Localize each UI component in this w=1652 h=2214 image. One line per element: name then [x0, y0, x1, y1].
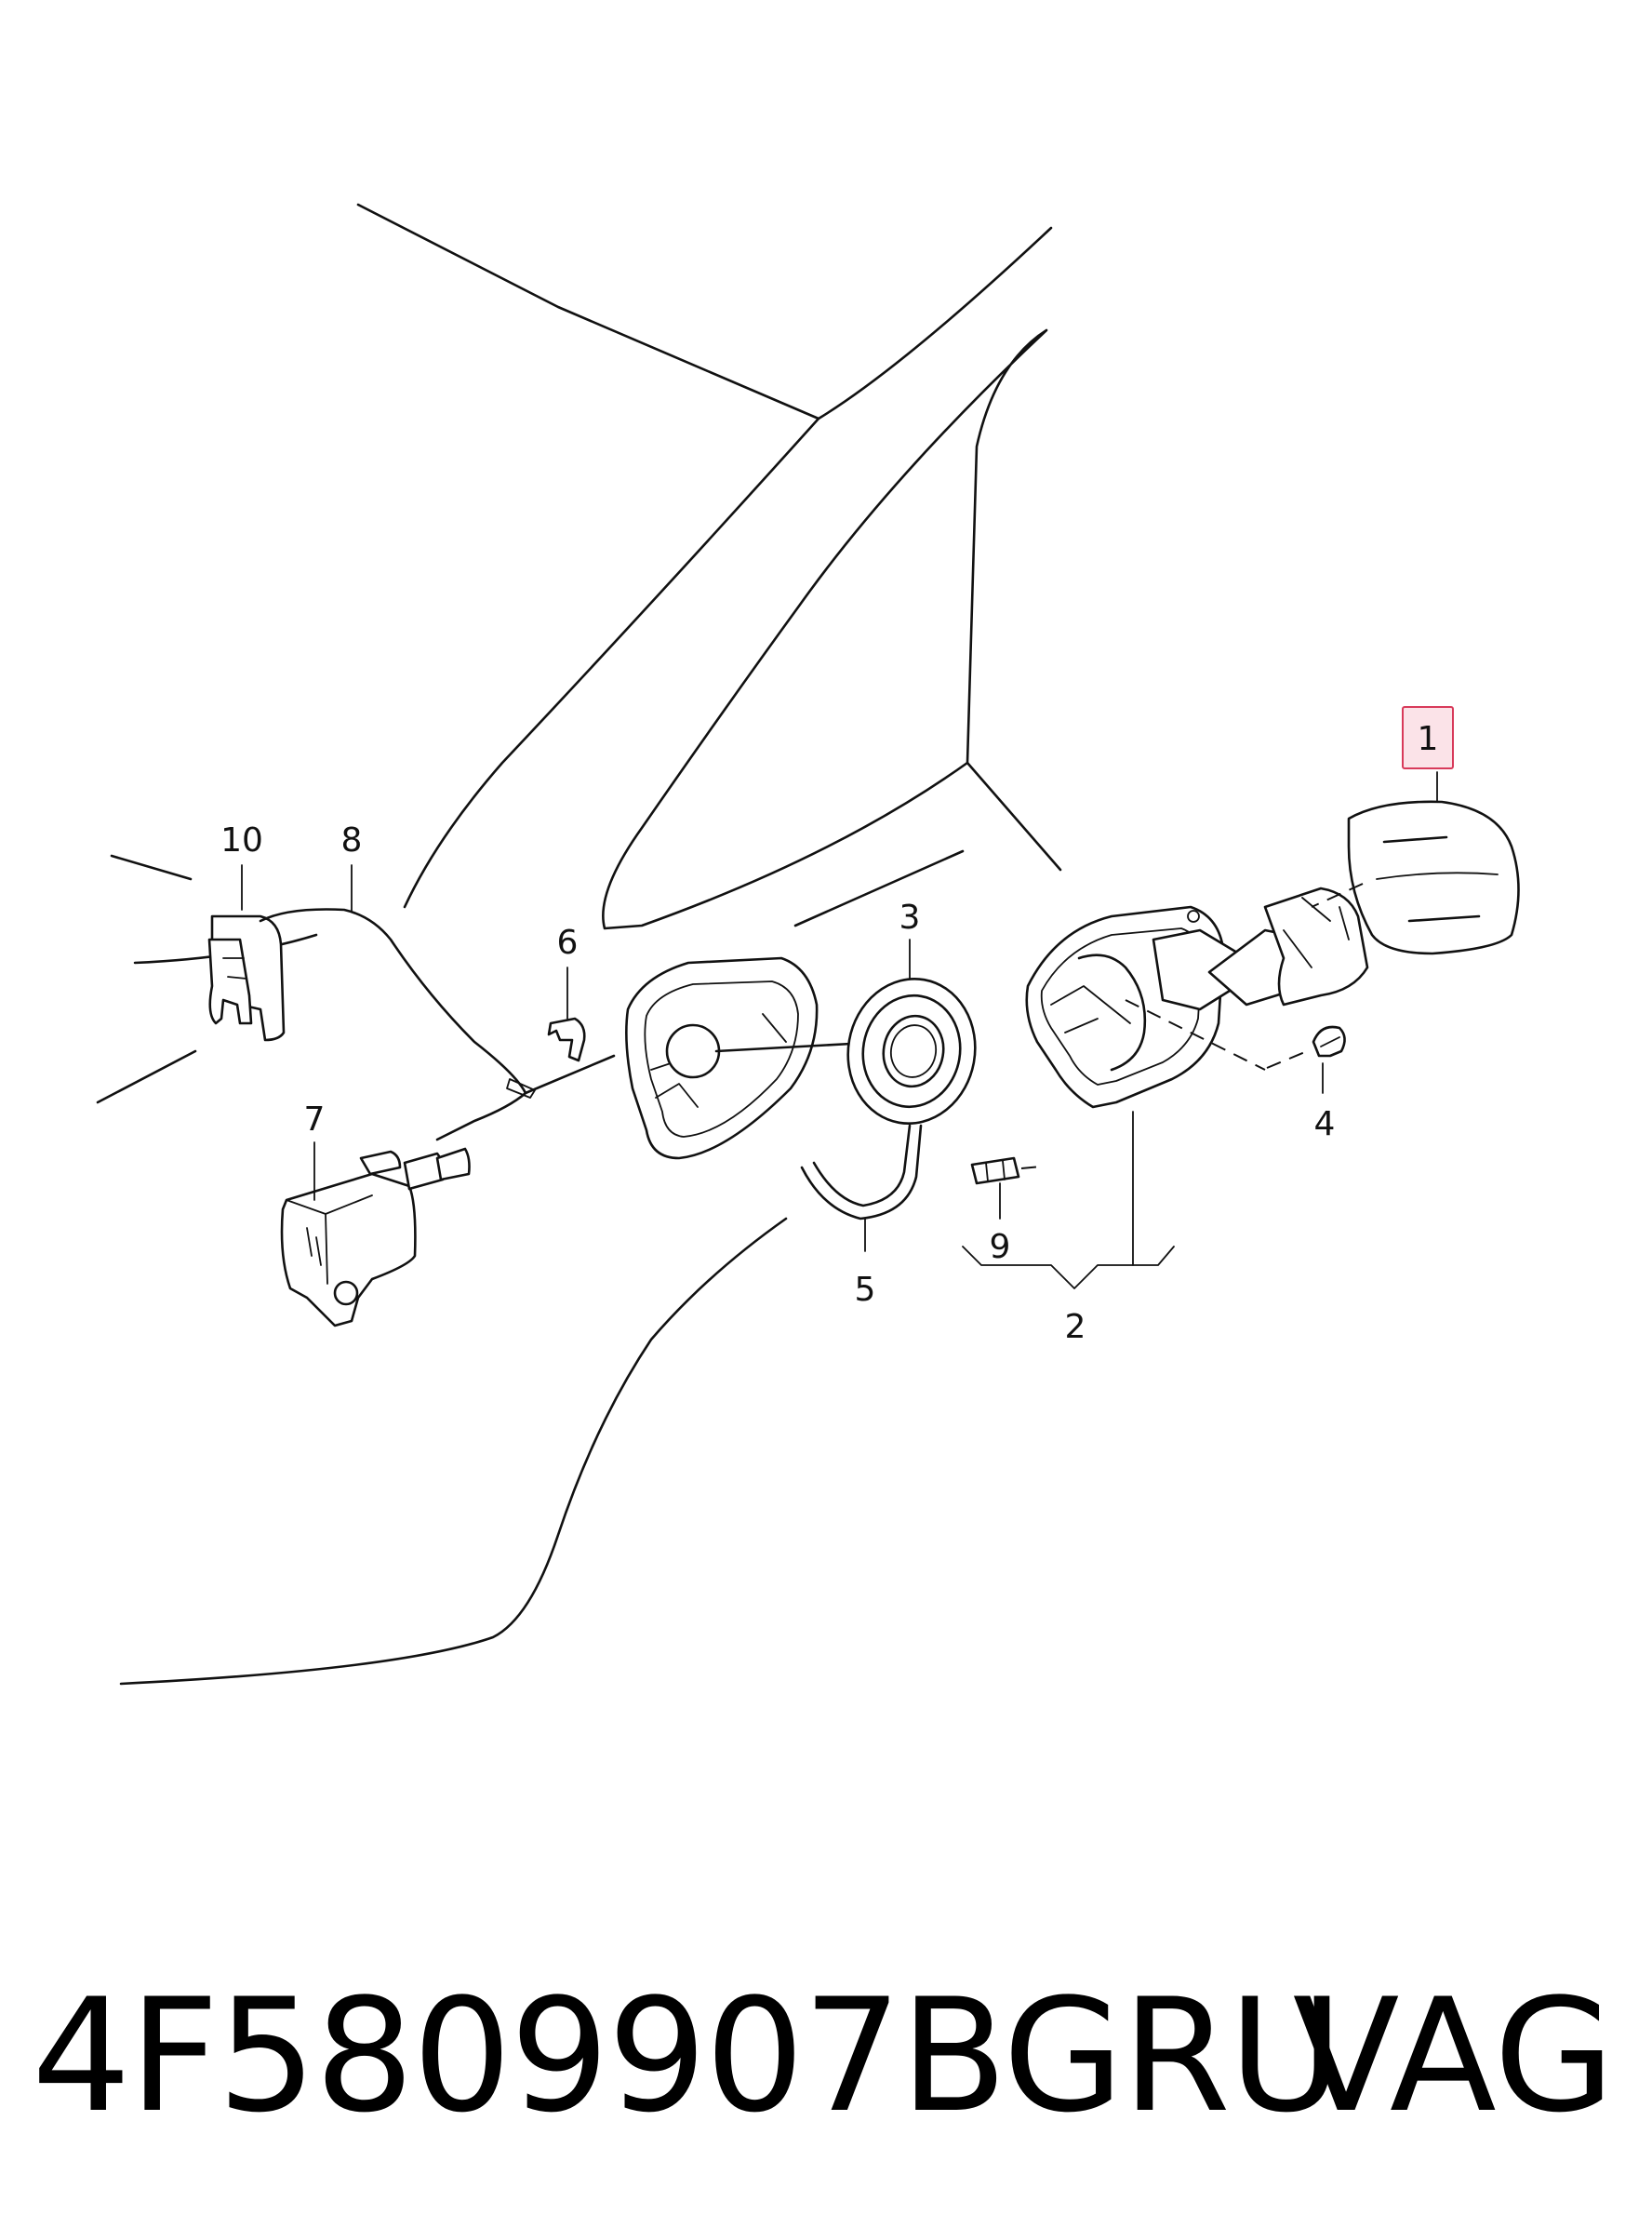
callout-2[interactable]: 2: [1065, 1308, 1086, 1346]
callout-10[interactable]: 10: [220, 821, 263, 860]
part-number: 4F5809907BGRU: [32, 1965, 1343, 2147]
callout-7[interactable]: 7: [304, 1100, 326, 1139]
brand-name: VAG: [1292, 1965, 1615, 2147]
part-6-holder-clip: [547, 1017, 586, 1062]
callout-1-highlight-box: [1402, 706, 1454, 769]
callout-3[interactable]: 3: [899, 899, 921, 937]
callout-2-bracket: [962, 1246, 1175, 1289]
car-body-outline: [96, 203, 1062, 1686]
callout-4[interactable]: 4: [1314, 1105, 1336, 1143]
callout-8[interactable]: 8: [341, 821, 363, 860]
leader-lines: [241, 771, 1438, 1266]
part-9-fastener: [970, 1156, 1043, 1185]
part-1-fuel-door-flap: [1311, 800, 1520, 955]
callout-6[interactable]: 6: [557, 924, 579, 962]
part-10-cable-clip: [207, 914, 286, 1042]
callout-1[interactable]: 1: [1418, 720, 1439, 758]
callout-5[interactable]: 5: [855, 1271, 876, 1309]
part-3-seal-ring: [846, 977, 977, 1126]
exploded-parts-diagram: 1 2 3 4 5 6 7 8 9 10: [96, 203, 1520, 1686]
part-2-fuel-filler-housing: [625, 956, 853, 1160]
part-7-actuator-motor: [280, 1147, 471, 1327]
part-2-housing-assembly: [1025, 887, 1369, 1109]
part-8-release-cable: [259, 908, 616, 1141]
part-4-screw: [1266, 1025, 1346, 1069]
callout-9[interactable]: 9: [990, 1228, 1011, 1266]
part-5-drain-hose: [800, 1124, 923, 1220]
